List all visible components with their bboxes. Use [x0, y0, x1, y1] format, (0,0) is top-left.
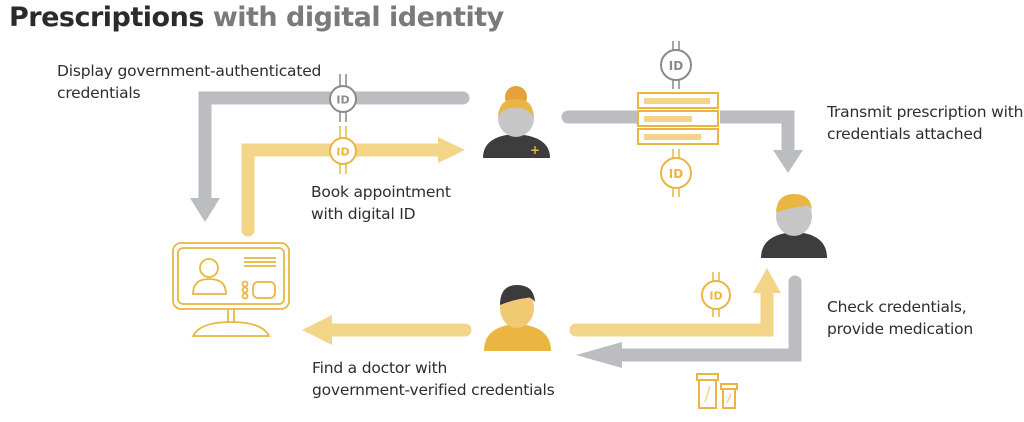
step-label-line: Check credentials,: [827, 298, 967, 316]
step-label-line: Transmit prescription with: [827, 103, 1024, 121]
id-badge-icon: ID: [329, 126, 357, 174]
step-label-line: Find a doctor with: [312, 359, 448, 377]
step-label-line: Display government-authenticated: [57, 62, 322, 80]
svg-text:ID: ID: [669, 167, 683, 181]
step-label-line: government-verified credentials: [312, 381, 555, 399]
step-label-line: provide medication: [827, 320, 974, 338]
step-label-book-appointment: Book appointment with digital ID: [311, 181, 451, 225]
arrow-display-credentials: [190, 91, 470, 222]
arrow-patient-to-pharmacist: [569, 268, 781, 337]
arrow-transmit-prescription: [561, 110, 803, 173]
arrow-provide-medication: [576, 275, 802, 368]
page-title: Prescriptions with digital identity: [9, 2, 504, 33]
step-label-transmit-prescription: Transmit prescription with credentials a…: [827, 101, 1023, 145]
id-badge-icon: ID: [329, 74, 357, 122]
svg-text:ID: ID: [669, 59, 683, 73]
step-label-line: credentials: [57, 84, 141, 102]
step-label-check-credentials: Check credentials, provide medication: [827, 296, 973, 340]
medication-bottles-icon: [696, 373, 738, 409]
arrow-find-doctor: [302, 315, 472, 345]
prescription-document-icon: [637, 92, 719, 145]
title-main: Prescriptions: [9, 2, 204, 33]
title-secondary: with digital identity: [212, 2, 504, 33]
doctor-icon: +: [483, 86, 550, 158]
patient-icon: [484, 285, 551, 351]
svg-text:ID: ID: [709, 290, 722, 303]
svg-text:ID: ID: [336, 94, 349, 107]
step-label-find-doctor: Find a doctor with government-verified c…: [312, 357, 555, 401]
svg-text:+: +: [530, 143, 540, 157]
arrow-book-appointment: [241, 137, 465, 237]
step-label-line: with digital ID: [311, 205, 416, 223]
svg-text:ID: ID: [336, 146, 349, 159]
id-badge-icon: ID: [660, 41, 692, 89]
id-badge-icon: ID: [701, 272, 731, 317]
step-label-line: credentials attached: [827, 125, 983, 143]
monitor-profile-icon: [172, 242, 290, 337]
step-label-display-credentials: Display government-authenticated credent…: [57, 60, 321, 104]
id-badge-icon: ID: [660, 149, 692, 197]
pharmacist-icon: [761, 194, 827, 258]
step-label-line: Book appointment: [311, 183, 451, 201]
